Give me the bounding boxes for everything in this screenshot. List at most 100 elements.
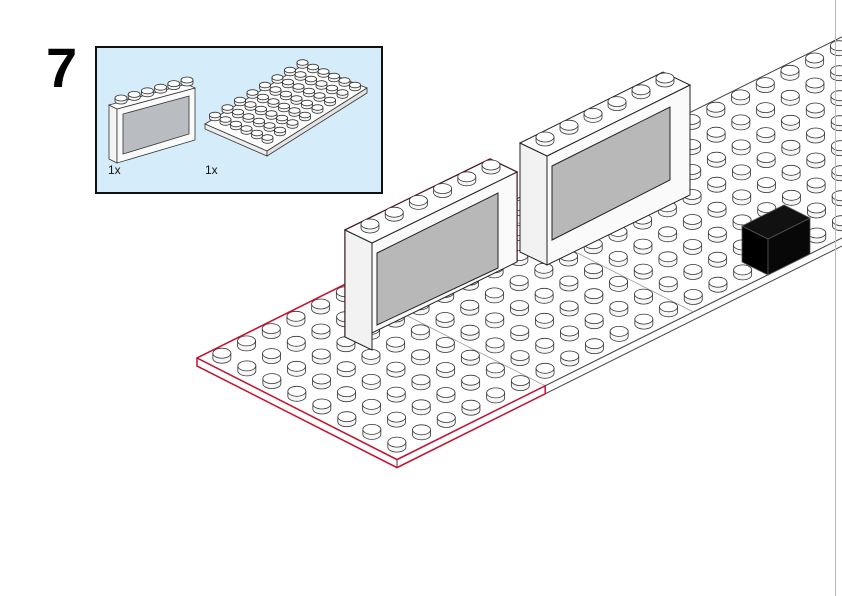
stud	[287, 385, 307, 402]
stud	[707, 226, 727, 243]
stud	[242, 113, 255, 123]
stud	[435, 337, 455, 353]
stud	[326, 84, 338, 95]
stud	[535, 131, 555, 147]
stud	[167, 80, 181, 90]
stud	[607, 96, 627, 111]
stud	[276, 114, 288, 125]
stud	[290, 95, 303, 105]
stud	[559, 300, 579, 317]
stud	[509, 275, 529, 291]
stud	[682, 214, 702, 230]
stud	[336, 89, 349, 99]
stud	[127, 91, 141, 101]
stud	[386, 336, 406, 353]
stud	[731, 139, 751, 156]
stud	[658, 251, 678, 268]
stud	[311, 348, 331, 365]
stud	[634, 288, 653, 305]
stud	[634, 313, 654, 330]
stud	[583, 108, 603, 123]
stud	[286, 119, 299, 129]
stud	[312, 398, 332, 415]
stud	[609, 300, 629, 317]
stud	[485, 312, 505, 329]
stud	[263, 122, 276, 132]
stud	[114, 94, 128, 105]
stud	[286, 335, 306, 352]
stud	[831, 165, 842, 182]
stud	[232, 108, 244, 119]
part-window-image	[107, 76, 197, 164]
stud	[832, 215, 842, 232]
stud	[286, 310, 306, 327]
stud	[408, 194, 428, 210]
stud	[782, 189, 801, 206]
stud	[460, 324, 480, 341]
stud	[510, 375, 530, 391]
stud	[655, 72, 675, 88]
part-plate-image	[204, 59, 368, 157]
stud	[535, 362, 555, 379]
stud	[609, 325, 629, 342]
stud	[315, 80, 328, 90]
stud	[209, 111, 221, 122]
stud	[234, 96, 246, 107]
stud	[361, 348, 381, 365]
stud	[386, 361, 406, 378]
stud	[706, 101, 726, 118]
stud	[485, 287, 504, 304]
stud	[658, 276, 678, 293]
stud	[806, 127, 825, 144]
stud	[299, 111, 311, 122]
stud	[436, 387, 456, 403]
parts-list-callout: 1x 1x	[95, 46, 383, 194]
stud	[221, 104, 234, 114]
stud	[328, 72, 340, 83]
stud	[259, 81, 271, 92]
stud	[560, 325, 579, 342]
stud	[535, 312, 554, 329]
stud	[806, 177, 826, 194]
stud	[757, 177, 776, 193]
stud	[707, 201, 727, 218]
stud	[807, 202, 826, 219]
stud	[180, 76, 194, 87]
stud	[282, 78, 294, 89]
stud	[732, 189, 752, 206]
stud	[461, 399, 481, 416]
stud	[412, 424, 431, 441]
stud	[608, 250, 628, 267]
stud	[485, 337, 505, 354]
stud	[560, 350, 580, 367]
stud	[683, 264, 703, 280]
stud	[806, 152, 826, 169]
stud	[338, 77, 351, 87]
stud	[830, 90, 842, 107]
stud	[534, 287, 554, 304]
stud	[658, 226, 678, 243]
stud	[262, 373, 282, 389]
stud	[510, 350, 530, 366]
stud	[436, 412, 456, 428]
stud	[246, 89, 259, 99]
stud	[237, 335, 256, 352]
stud	[141, 87, 154, 98]
stud	[683, 289, 703, 305]
stud	[244, 101, 257, 111]
stud	[706, 126, 726, 143]
stud	[386, 386, 406, 403]
stud	[284, 66, 296, 77]
stud	[805, 52, 825, 69]
stud	[831, 140, 842, 157]
black-brick	[741, 204, 811, 276]
stud	[510, 300, 529, 316]
stud	[731, 114, 751, 131]
stud	[265, 110, 278, 120]
stud	[317, 68, 330, 78]
stud	[362, 423, 382, 440]
window-new	[343, 158, 519, 351]
stud	[535, 337, 555, 354]
stud	[510, 325, 530, 341]
stud	[278, 102, 290, 113]
